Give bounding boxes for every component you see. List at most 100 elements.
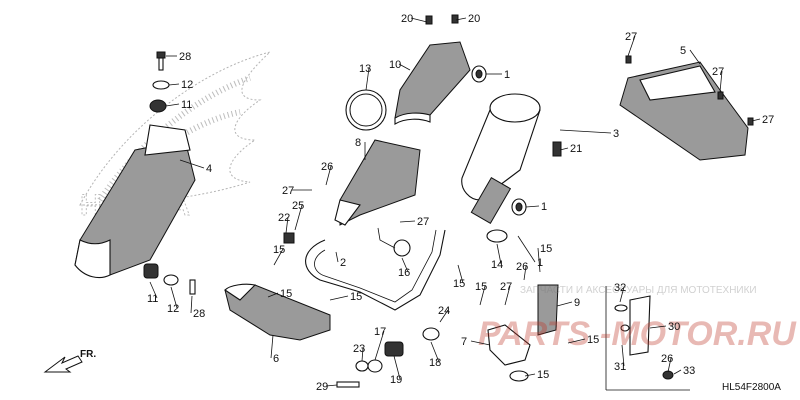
callout-14: 14 [491, 243, 503, 271]
callout-26: 26 [661, 353, 673, 373]
callout-23: 23 [353, 343, 365, 362]
callout-32: 32 [614, 282, 626, 303]
callout-15: 15 [329, 291, 362, 303]
callout-leader [667, 357, 672, 373]
callout-19: 19 [390, 355, 402, 386]
callout-leader [479, 285, 486, 306]
callout-leader [361, 347, 364, 362]
callout-15: 15 [524, 369, 549, 381]
callout-15: 15 [273, 244, 285, 266]
part-28-bolt-top [156, 51, 166, 71]
callout-label: 27 [762, 114, 774, 126]
callout-21: 21 [559, 143, 582, 155]
callout-label: 28 [193, 308, 205, 320]
part-21-spring [552, 141, 562, 157]
callout-label: 30 [668, 321, 680, 333]
callout-label: 15 [475, 281, 487, 293]
callout-16: 16 [398, 257, 410, 279]
callout-leader [325, 165, 332, 186]
callout-25: 25 [292, 200, 304, 231]
callout-label: 22 [278, 212, 290, 224]
callout-label: 5 [680, 45, 686, 57]
part-30-31-32-bracket [605, 286, 690, 391]
callout-label: 16 [398, 267, 410, 279]
part-5-rear-cover [619, 61, 749, 161]
callout-22: 22 [278, 212, 290, 234]
callout-leader [751, 118, 761, 122]
callout-11: 11 [147, 281, 158, 305]
callout-leader [329, 295, 349, 301]
callout-leader [556, 301, 573, 307]
callout-27: 27 [282, 185, 312, 197]
callout-label: 9 [574, 297, 580, 309]
callout-label: 15 [540, 243, 552, 255]
callout-label: 28 [179, 51, 191, 63]
callout-leader [673, 369, 682, 375]
callout-leader [168, 83, 180, 86]
callout-label: 15 [350, 291, 362, 303]
callout-label: 19 [390, 374, 402, 386]
callout-label: 15 [280, 288, 292, 300]
callout-label: 27 [417, 216, 429, 228]
callout-label: 2 [340, 257, 346, 269]
callout-leader [170, 286, 178, 309]
callout-leader [270, 334, 274, 359]
callout-15: 15 [475, 281, 487, 306]
callout-10: 10 [389, 59, 411, 71]
callout-label: 18 [429, 357, 441, 369]
callout-leader [399, 220, 416, 223]
part-16-sensor [377, 227, 411, 257]
part-13-band [345, 89, 387, 131]
callout-label: 27 [712, 66, 724, 78]
callout-leader [439, 309, 449, 323]
part-18-washer [422, 327, 440, 341]
callout-28: 28 [190, 295, 205, 320]
callout-leader [649, 325, 667, 329]
callout-12: 12 [168, 79, 193, 91]
callout-label: 13 [359, 63, 371, 75]
part-28-bolt-bottom [189, 279, 196, 295]
part-1-rubber-top [471, 65, 487, 83]
callout-26: 26 [321, 161, 333, 186]
callout-leader [455, 17, 467, 21]
part-2-exhaust-pipe [305, 229, 446, 311]
part-1-rubber-mid [511, 198, 527, 216]
callout-15: 15 [537, 243, 552, 273]
callout-leader [537, 247, 541, 273]
callout-label: 26 [321, 161, 333, 173]
callout-leader [525, 205, 540, 208]
callout-13: 13 [359, 63, 371, 91]
callout-leader [567, 338, 586, 344]
part-22-collar [283, 232, 295, 244]
callout-leader [149, 281, 158, 299]
callout-29: 29 [316, 381, 338, 393]
callout-leader [496, 243, 502, 265]
part-8-protector [334, 139, 421, 226]
callout-label: 1 [504, 69, 510, 81]
callout-label: 26 [516, 261, 528, 273]
callout-label: 20 [468, 13, 480, 25]
callout-leader [719, 70, 723, 93]
callout-4: 4 [179, 159, 212, 175]
callout-3: 3 [559, 128, 619, 140]
callout-leader [374, 330, 385, 361]
part-12-washer-bottom [163, 274, 179, 286]
callout-label: 10 [389, 59, 401, 71]
watermark-site-prefix: PARTS [478, 315, 590, 353]
part-27-bolts-cover [625, 55, 754, 126]
callout-leader [689, 49, 701, 65]
part-17-washer [367, 359, 383, 373]
callout-30: 30 [649, 321, 680, 333]
callout-label: 4 [206, 163, 212, 175]
callout-2: 2 [335, 251, 346, 269]
watermark-caption: ЗАПЧАСТИ И АКСЕССУАРЫ ДЛЯ МОТОТЕХНИКИ [520, 285, 757, 296]
callout-leader [401, 257, 409, 273]
callout-7: 7 [461, 336, 491, 348]
callout-leader [365, 67, 370, 91]
part-12-washer-top [152, 80, 170, 90]
callout-31: 31 [614, 344, 626, 373]
part-11-grommet-top [149, 99, 167, 113]
